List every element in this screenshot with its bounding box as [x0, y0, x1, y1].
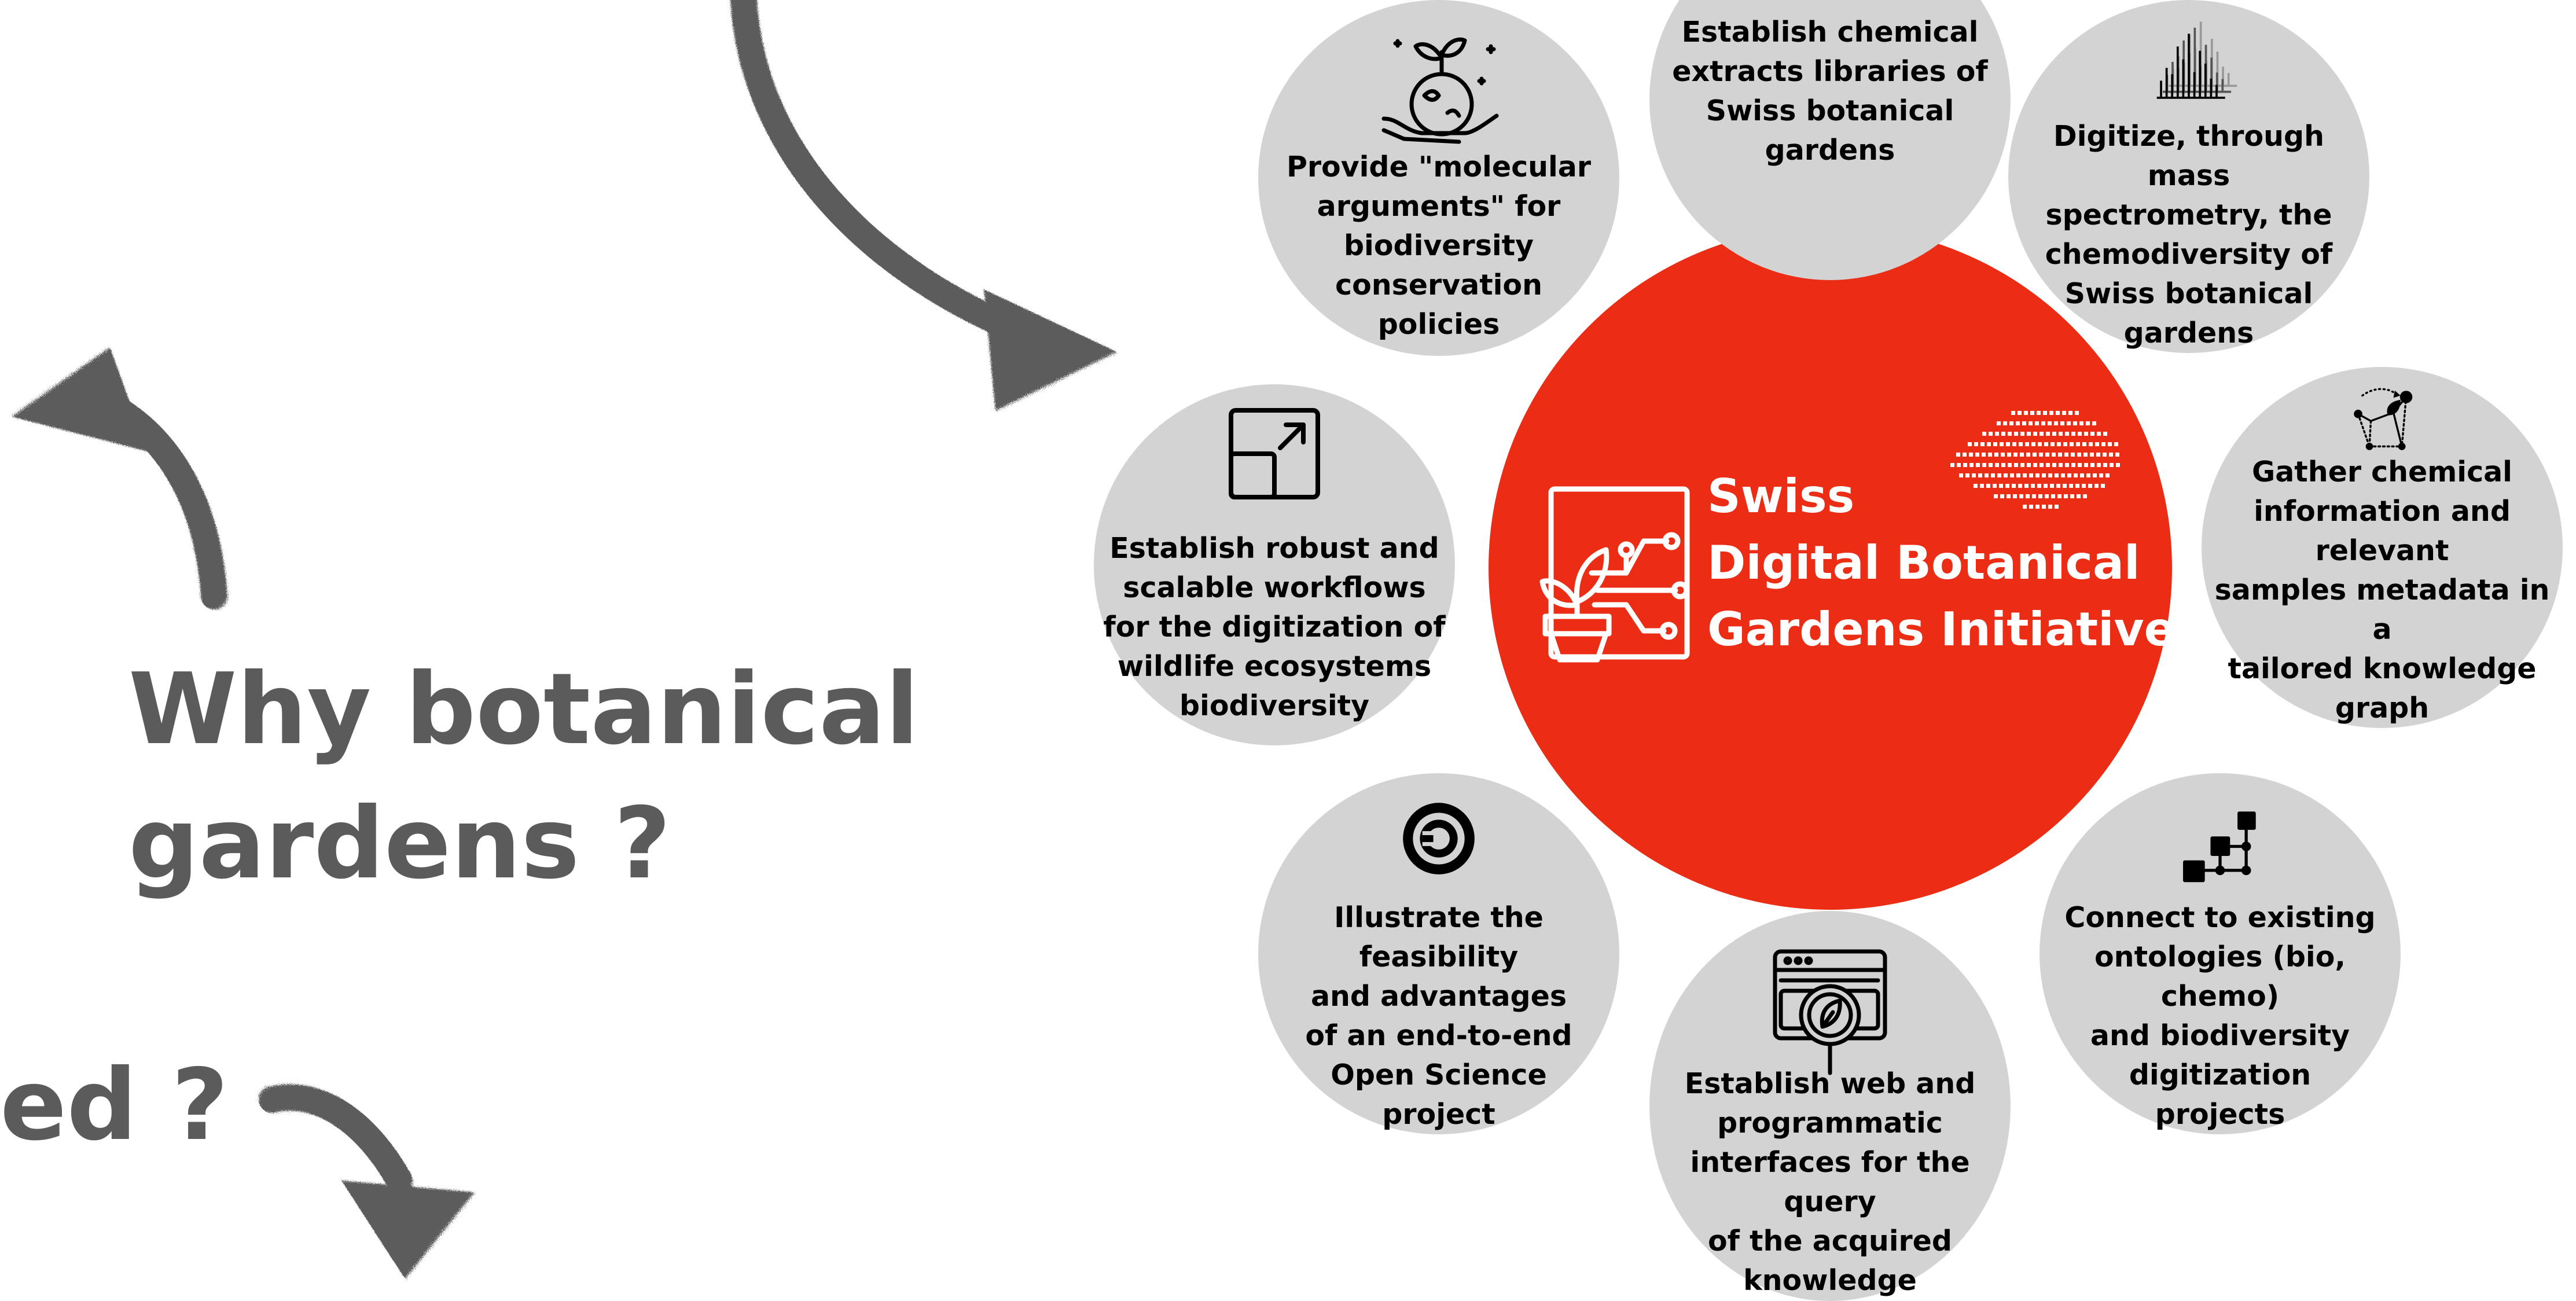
circle-open-science: Illustrate the feasibility and advantage…: [1258, 773, 1619, 1134]
arrow-left-head: [12, 347, 148, 451]
circle-web-interfaces: Establish web and programmatic interface…: [1649, 911, 2011, 1301]
knowledge-graph-icon: [2354, 388, 2413, 450]
arrow-top-curve: [730, 0, 1043, 349]
circle-ontologies-text: Connect to existing ontologies (bio, che…: [2064, 901, 2376, 1131]
circle-open-science-text: Illustrate the feasibility and advantage…: [1305, 901, 1572, 1131]
hierarchy-icon: [2183, 811, 2256, 883]
scale-up-icon: [1229, 408, 1320, 499]
copyleft-icon: [1403, 803, 1475, 874]
center-circle: [1489, 226, 2172, 910]
plant-globe-hand-icon: [1381, 37, 1499, 144]
circle-knowledge-graph: Gather chemical information and relevant…: [2202, 367, 2563, 728]
circle-workflows: Establish robust and scalable workflows …: [1094, 384, 1455, 745]
swiss-map-icon: [1950, 411, 2120, 509]
question-main: Why botanical gardens ?: [128, 652, 920, 901]
browser-search-leaf-icon: [1773, 949, 1887, 1075]
circle-knowledge-graph-text: Gather chemical information and relevant…: [2214, 455, 2550, 725]
circle-molecular-arguments: Provide "molecular arguments" for biodiv…: [1258, 0, 1619, 356]
question-partial: ed ?: [0, 1048, 229, 1163]
center-title: Swiss Digital Botanical Gardens Initiati…: [1707, 469, 2176, 656]
arrow-top-head: [984, 289, 1117, 411]
arrow-bottom-head: [341, 1181, 475, 1279]
circle-chemical-extracts: Establish chemical extracts libraries of…: [1649, 0, 2011, 280]
circle-workflows-text: Establish robust and scalable workflows …: [1103, 532, 1446, 722]
arrow-bottom-curve: [259, 1084, 413, 1194]
circle-web-interfaces-text: Establish web and programmatic interface…: [1684, 1067, 1976, 1297]
circle-molecular-arguments-text: Provide "molecular arguments" for biodiv…: [1286, 150, 1592, 341]
circle-ontologies: Connect to existing ontologies (bio, che…: [2040, 773, 2401, 1134]
circle-mass-spectrometry: Digitize, through mass spectrometry, the…: [2008, 0, 2369, 353]
circle-mass-spectrometry-text: Digitize, through mass spectrometry, the…: [2045, 120, 2333, 350]
digital-plant-icon: [1539, 486, 1690, 663]
circle-chemical-extracts-text: Establish chemical extracts libraries of…: [1672, 16, 1988, 167]
spectrum-icon: [2156, 21, 2237, 99]
